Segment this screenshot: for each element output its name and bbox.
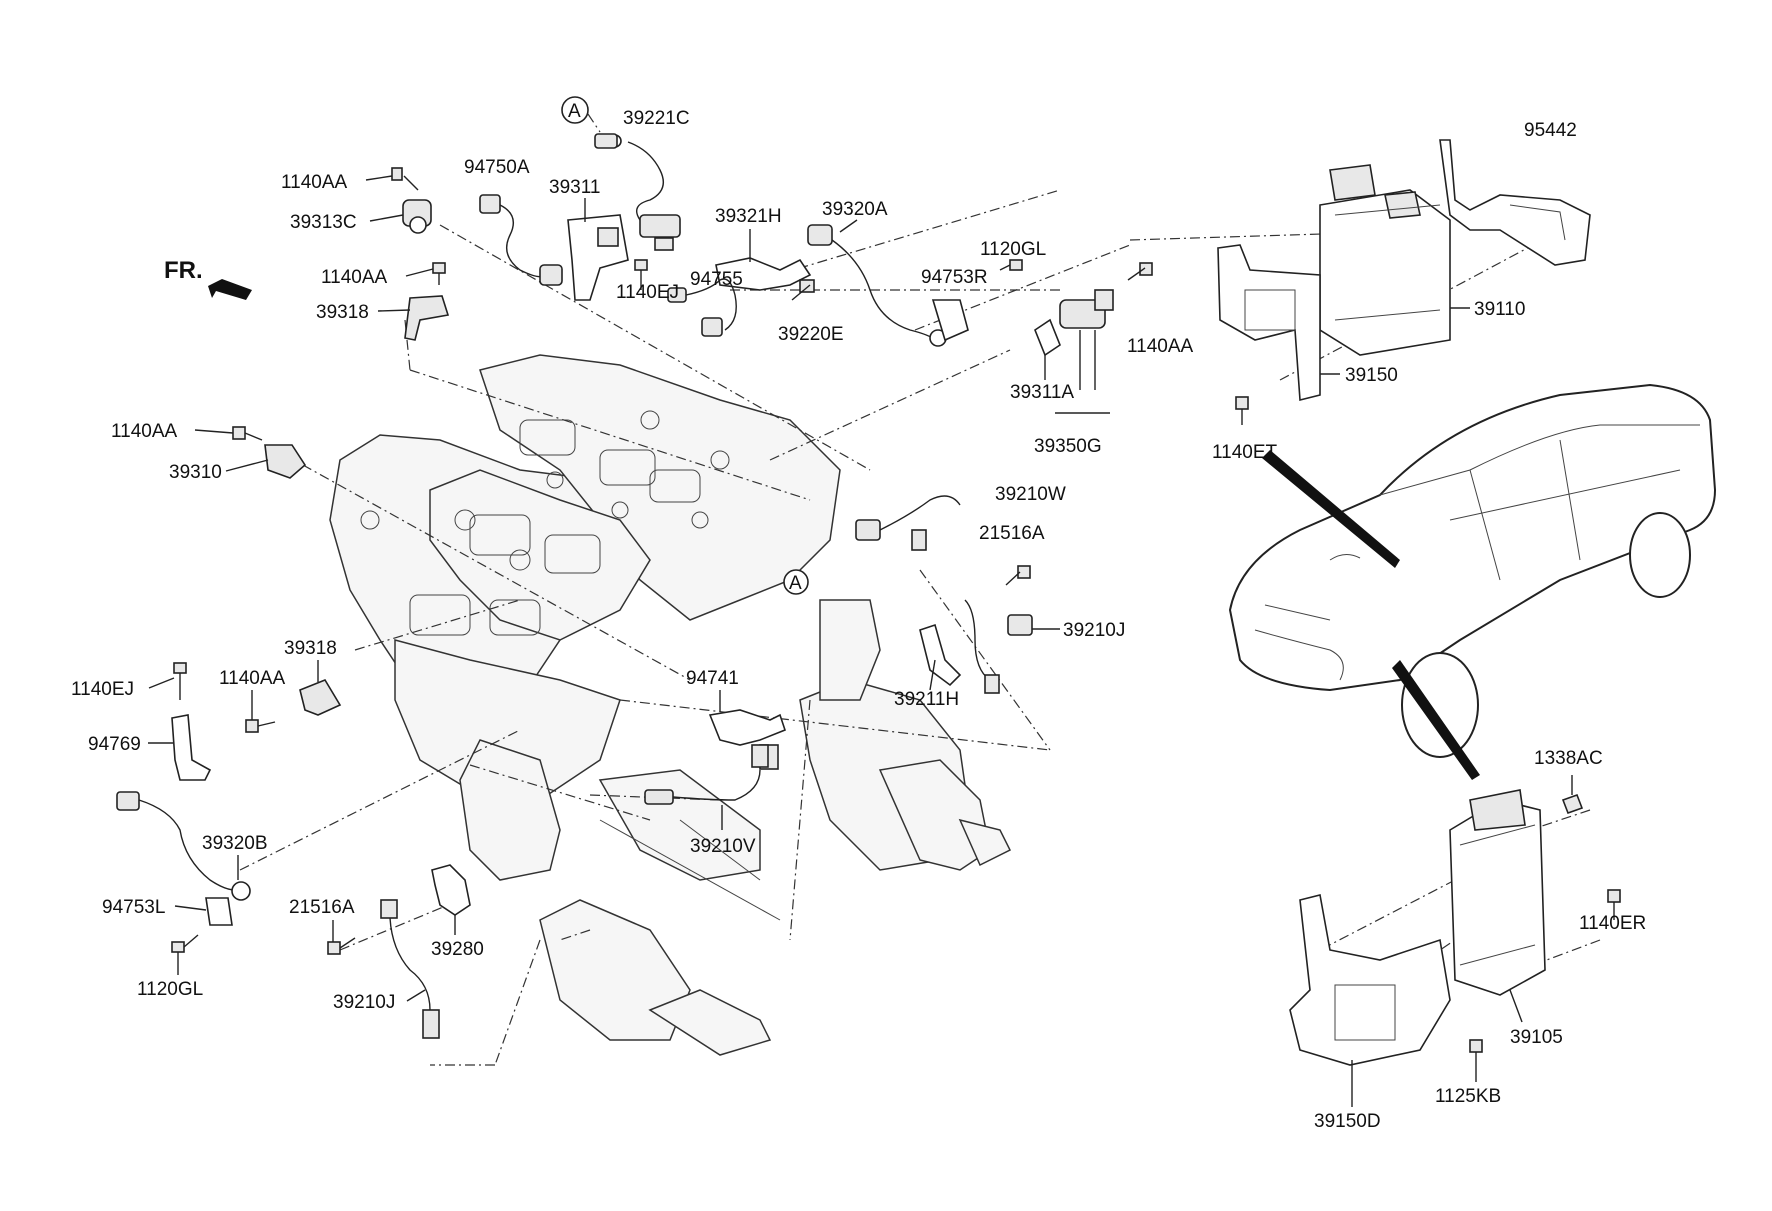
sensor-39313C	[402, 199, 432, 234]
bolt-1120GL-b	[171, 934, 199, 953]
label-39313C: 39313C	[290, 212, 357, 233]
sensor-94755	[667, 278, 737, 337]
bracket-39211H	[919, 623, 962, 687]
bolt-1140AA-d	[232, 426, 263, 441]
label-95442: 95442	[1524, 120, 1577, 141]
label-1338AC: 1338AC	[1534, 748, 1603, 769]
sensor-39320A	[807, 224, 947, 347]
bolt-21516A-a	[1005, 565, 1031, 586]
callout-arrows	[1262, 450, 1480, 780]
label-21516A-a: 21516A	[979, 523, 1045, 544]
label-39320A: 39320A	[822, 199, 888, 220]
front-direction-arrow-icon	[208, 279, 252, 300]
label-1120GL-a: 1120GL	[980, 239, 1046, 260]
label-39350G: 39350G	[1034, 436, 1102, 457]
label-1140AA-c: 1140AA	[1127, 336, 1194, 357]
label-39321H: 39321H	[715, 206, 782, 227]
label-39210J-left: 39210J	[333, 992, 395, 1013]
ref-marker-label: A	[568, 101, 581, 122]
bracket-39150	[1217, 244, 1321, 402]
label-39150D: 39150D	[1314, 1111, 1381, 1132]
label-39210W: 39210W	[995, 484, 1066, 505]
bracket-39311	[567, 214, 629, 301]
sensor-94750A	[479, 194, 563, 286]
ref-marker-circle-engine	[783, 569, 809, 595]
bracket-94753R	[931, 299, 969, 342]
engine-assembly	[329, 354, 1012, 1056]
label-94750A: 94750A	[464, 157, 530, 178]
bolt-1140AA-e	[245, 719, 276, 733]
bracket-94753L	[205, 897, 233, 926]
label-1140ET: 1140ET	[1212, 442, 1278, 463]
ref-marker-circle	[561, 96, 589, 124]
sensor-39210W	[855, 495, 961, 551]
label-39110: 39110	[1474, 299, 1525, 320]
label-1140AA-d: 1140AA	[111, 421, 178, 442]
front-direction-label: FR.	[164, 257, 203, 284]
bolt-1140AA-a	[391, 167, 419, 191]
bracket-95442	[1439, 139, 1591, 266]
vehicle-illustration	[1228, 383, 1717, 758]
bracket-39150D	[1289, 894, 1451, 1066]
bolt-1140AA-c	[1127, 262, 1153, 281]
bracket-94769	[171, 714, 212, 781]
label-94755: 94755	[690, 269, 743, 290]
sensor-39210V	[644, 744, 769, 805]
label-39210J-right: 39210J	[1063, 620, 1125, 641]
sensor-39221C	[594, 133, 681, 251]
nut-1338AC	[1561, 775, 1584, 815]
sensor-39318-lower	[299, 679, 342, 716]
part-labels: A A 39221C 1140AA 94750A 39311 39313C 11…	[71, 96, 1646, 1132]
label-39280: 39280	[431, 939, 484, 960]
ecu-39110	[1319, 164, 1451, 356]
sensor-39311A-39350G	[1034, 289, 1114, 357]
sensor-39310	[264, 444, 307, 479]
bolt-1140EJ-top	[634, 259, 648, 290]
bolt-21516A-b	[327, 937, 356, 955]
sensor-39210J-right	[964, 599, 1033, 694]
label-94753L: 94753L	[102, 897, 165, 918]
label-39211H: 39211H	[894, 689, 959, 710]
label-1120GL-b: 1120GL	[137, 979, 203, 1000]
bolt-1140EJ-lower	[173, 662, 187, 700]
ecu-39105	[1449, 789, 1546, 996]
bolt-1140ET	[1235, 396, 1249, 425]
label-1140AA-a: 1140AA	[281, 172, 348, 193]
label-39105: 39105	[1510, 1027, 1563, 1048]
bracket-39280	[431, 864, 471, 916]
label-1140EJ-lower: 1140EJ	[71, 679, 134, 700]
label-39320B: 39320B	[202, 833, 268, 854]
sensor-39220E	[791, 279, 815, 301]
label-1140ER: 1140ER	[1579, 913, 1646, 934]
label-39318-top: 39318	[316, 302, 369, 323]
bolt-1140ER	[1607, 889, 1621, 920]
label-94769: 94769	[88, 734, 141, 755]
sensor-39210J-left	[380, 899, 440, 1039]
label-1125KB: 1125KB	[1435, 1086, 1501, 1107]
label-39311A: 39311A	[1010, 382, 1074, 403]
label-1140EJ-top: 1140EJ	[616, 282, 679, 303]
label-94753R: 94753R	[921, 267, 988, 288]
bracket-39321H	[715, 257, 812, 291]
bracket-94741	[708, 709, 786, 770]
label-1140AA-e: 1140AA	[219, 668, 286, 689]
bolt-1120GL-a	[999, 259, 1023, 271]
label-1140AA-b: 1140AA	[321, 267, 388, 288]
label-39221C: 39221C	[623, 108, 690, 129]
label-39310: 39310	[169, 462, 222, 483]
ref-marker-label-engine: A	[789, 573, 802, 594]
label-39150: 39150	[1345, 365, 1398, 386]
label-39318-lower: 39318	[284, 638, 337, 659]
sensor-39320B	[116, 791, 251, 901]
label-94741: 94741	[686, 668, 739, 689]
label-39220E: 39220E	[778, 324, 844, 345]
label-39311: 39311	[549, 177, 600, 198]
sensor-39318-top	[404, 295, 450, 341]
label-39210V: 39210V	[690, 836, 756, 857]
bolt-1125KB	[1469, 1039, 1483, 1068]
bolt-1140AA-b	[432, 262, 446, 285]
label-21516A-b: 21516A	[289, 897, 355, 918]
